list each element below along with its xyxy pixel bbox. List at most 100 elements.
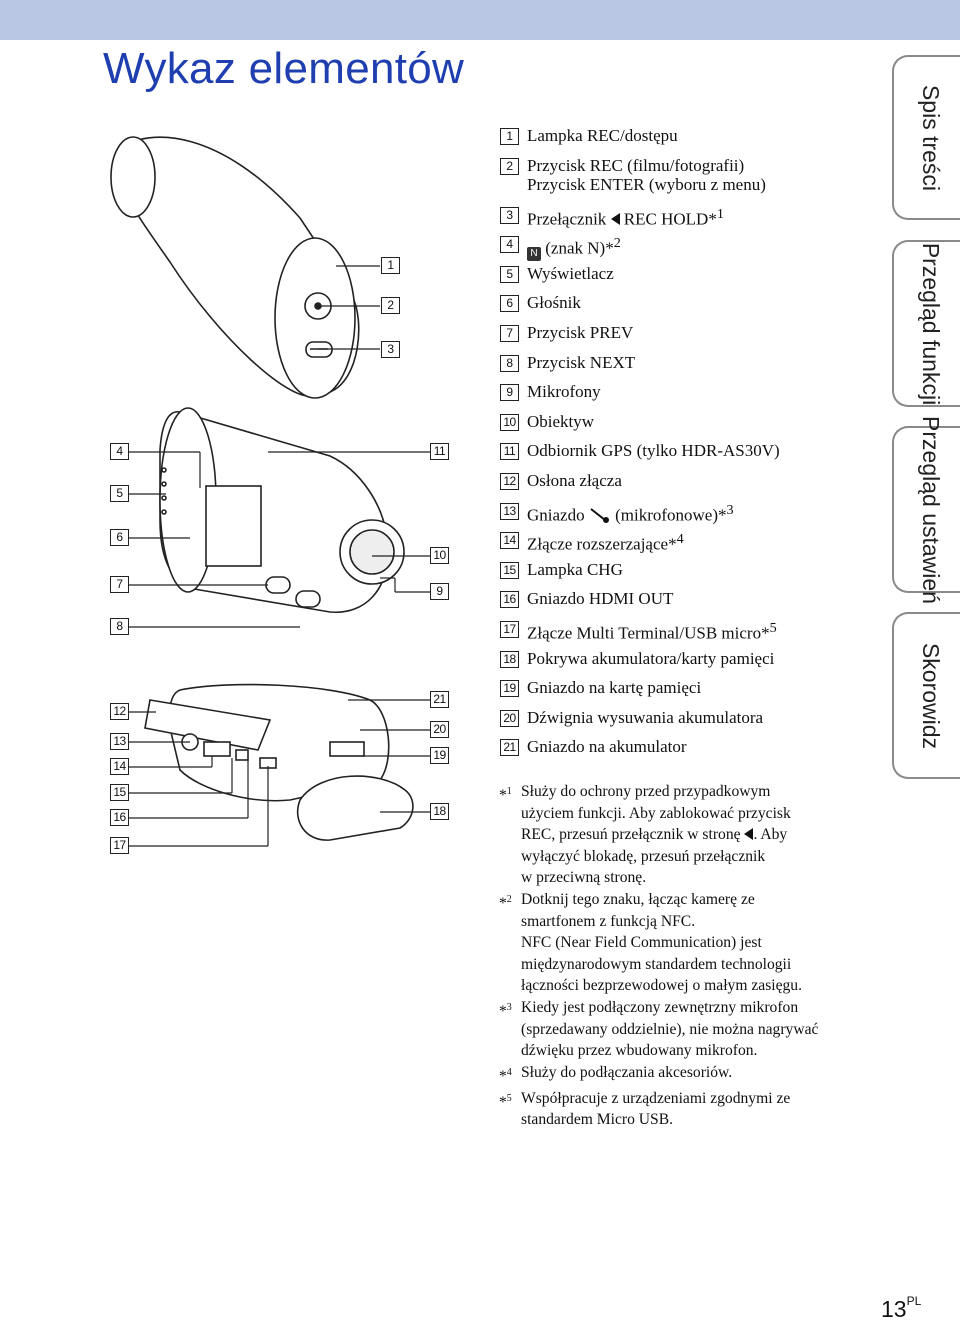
- item-number: 8: [500, 354, 519, 372]
- item-number: 4: [500, 236, 519, 254]
- figure-label: 13: [110, 733, 129, 750]
- figure-label: 19: [430, 747, 449, 764]
- figure-label: 9: [430, 583, 449, 600]
- figure-label: 11: [430, 443, 449, 460]
- item-number: 15: [500, 561, 519, 579]
- footnote: *2 Dotknij tego znaku, łącząc kamerę ze s…: [499, 889, 879, 997]
- item-number: 17: [500, 620, 519, 638]
- left-arrow-icon: [610, 213, 620, 226]
- item-text: Wyświetlacz: [527, 263, 614, 283]
- list-item: 1 Lampka REC/dostępu: [500, 126, 870, 156]
- item-text: Mikrofony: [527, 382, 601, 402]
- left-arrow-icon: [744, 828, 754, 841]
- item-text: REC HOLD*: [619, 209, 717, 229]
- footnote-number: 2: [506, 893, 512, 905]
- list-item: 2 Przycisk REC (filmu/fotografii) Przycis…: [500, 156, 870, 205]
- figure-label: 21: [430, 691, 449, 708]
- tab-function-overview-label: Przegląd funkcji: [918, 242, 944, 405]
- footnote-number: 3: [506, 1001, 512, 1013]
- item-text: Obiektyw: [527, 411, 595, 431]
- item-number: 11: [500, 443, 519, 461]
- list-item: 11 Odbiornik GPS (tylko HDR-AS30V): [500, 441, 870, 471]
- item-number: 18: [500, 650, 519, 668]
- item-number: 20: [500, 709, 519, 727]
- footnote-text: . Aby wyłączyć blokadę, przesuń przełącz…: [521, 826, 788, 887]
- footnote-number: 4: [506, 1066, 512, 1078]
- item-text: Przycisk NEXT: [527, 352, 636, 372]
- page-number: 13PL: [881, 1294, 922, 1323]
- item-text: Przycisk REC (filmu/fotografii) Przycisk…: [527, 155, 766, 194]
- footnote-mark: *: [499, 1003, 507, 1021]
- top-banner: [0, 0, 960, 40]
- figure-label: 7: [110, 576, 129, 593]
- list-item: 8 Przycisk NEXT: [500, 353, 870, 383]
- item-text: Gniazdo: [527, 505, 589, 525]
- figure-label: 3: [381, 341, 400, 358]
- list-item: 19 Gniazdo na kartę pamięci: [500, 678, 870, 708]
- figure-label: 1: [381, 257, 400, 274]
- item-number: 19: [500, 680, 519, 698]
- footnote-text: Kiedy jest podłączony zewnętrzny mikrofo…: [521, 998, 819, 1060]
- nfc-n-mark-icon: N: [527, 246, 541, 261]
- item-number: 6: [500, 295, 519, 313]
- footnote-mark: *: [499, 1093, 507, 1111]
- figure-label: 18: [430, 803, 449, 820]
- page-title: Wykaz elementów: [103, 44, 465, 93]
- footnote-text: Współpracuje z urządzeniami zgodnymi ze …: [521, 1089, 791, 1129]
- item-text: Osłona złącza: [527, 470, 622, 490]
- figure-label: 8: [110, 618, 129, 635]
- footnote-ref: 3: [726, 501, 734, 518]
- item-text: (mikrofonowe)*: [610, 505, 727, 525]
- footnote-ref: 5: [769, 619, 777, 636]
- page-number-suffix: PL: [906, 1294, 922, 1308]
- item-number: 21: [500, 739, 519, 757]
- tab-function-overview[interactable]: Przegląd funkcji: [892, 240, 960, 407]
- item-number: 2: [500, 157, 519, 175]
- tab-contents[interactable]: Spis treści: [892, 55, 960, 220]
- footnote-mark: *: [499, 1067, 507, 1085]
- list-item: 6 Głośnik: [500, 293, 870, 323]
- item-number: 14: [500, 532, 519, 550]
- figure-label: 10: [430, 547, 449, 564]
- item-text: Gniazdo na kartę pamięci: [527, 678, 702, 698]
- item-text: Odbiornik GPS (tylko HDR-AS30V): [527, 441, 780, 461]
- list-item: 20 Dźwignia wysuwania akumulatora: [500, 708, 870, 738]
- item-text: Pokrywa akumulatora/karty pamięci: [527, 648, 775, 668]
- list-item: 9 Mikrofony: [500, 382, 870, 412]
- item-text: Lampka CHG: [527, 559, 623, 579]
- item-number: 16: [500, 591, 519, 609]
- item-number: 9: [500, 384, 519, 402]
- list-item: 18 Pokrywa akumulatora/karty pamięci: [500, 649, 870, 679]
- item-number: 3: [500, 206, 519, 224]
- footnote-text: Dotknij tego znaku, łącząc kamerę ze sma…: [521, 890, 803, 995]
- list-item: 15 Lampka CHG: [500, 560, 870, 590]
- item-text: Dźwignia wysuwania akumulatora: [527, 707, 764, 727]
- footnote-number: 1: [506, 786, 512, 797]
- parts-list: 1 Lampka REC/dostępu 2 Przycisk REC (filmu…: [500, 126, 870, 767]
- item-number: 13: [500, 502, 519, 520]
- footnote-mark: *: [499, 787, 507, 805]
- tab-contents-label: Spis treści: [918, 84, 944, 191]
- figure-label: 15: [110, 784, 129, 801]
- footnote-text: Służy do ochrony przed przypadkowym użyc…: [521, 783, 791, 844]
- tab-index-label: Skorowidz: [918, 642, 944, 749]
- item-text: Gniazdo na akumulator: [527, 737, 687, 757]
- footnote-mark: *: [499, 895, 507, 913]
- figure-label: 4: [110, 443, 129, 460]
- item-number: 1: [500, 128, 519, 145]
- item-text: Głośnik: [527, 293, 581, 313]
- figure-label: 5: [110, 485, 129, 502]
- item-text: Lampka REC/dostępu: [527, 126, 678, 145]
- tab-index[interactable]: Skorowidz: [892, 612, 960, 779]
- tab-settings-overview[interactable]: Przegląd ustawień: [892, 416, 960, 603]
- footnote: *1 Służy do ochrony przed przypadkowym uż…: [499, 781, 879, 889]
- item-number: 5: [500, 265, 519, 283]
- footnote-ref: 2: [613, 235, 621, 252]
